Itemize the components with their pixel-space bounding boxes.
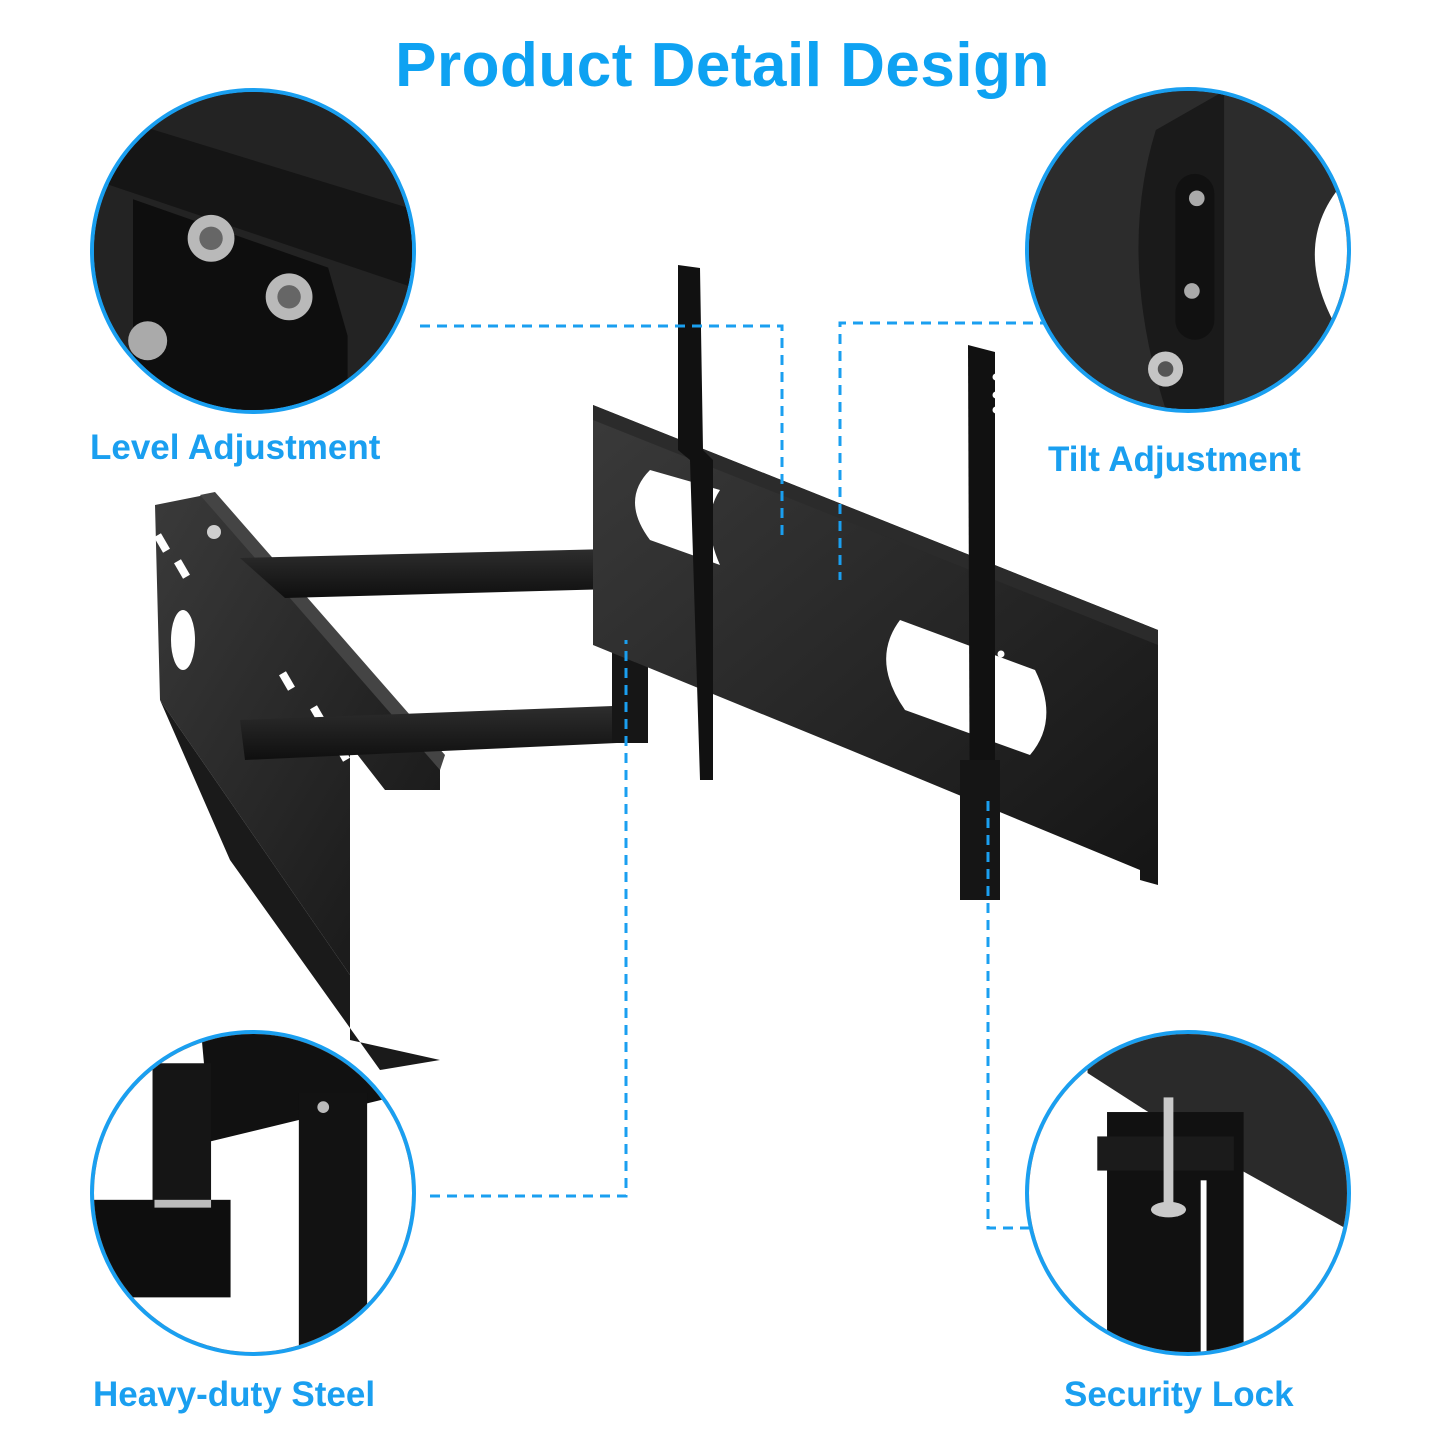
callout-connectors (420, 321, 1050, 1230)
heavy-duty-steel-closeup-icon (94, 1034, 412, 1352)
heavy-duty-steel-closeup (90, 1030, 416, 1356)
heavy-duty-steel-label: Heavy-duty Steel (93, 1375, 376, 1414)
level-adjustment-closeup-icon (94, 92, 412, 410)
connector-tilt (838, 321, 1050, 580)
security-lock-label: Security Lock (1064, 1375, 1294, 1414)
connector-lock (986, 795, 1030, 1230)
level-adjustment-label: Level Adjustment (90, 428, 381, 467)
connector-level (420, 324, 784, 535)
security-lock-closeup-icon (1029, 1034, 1347, 1352)
tilt-adjustment-label: Tilt Adjustment (1048, 440, 1301, 479)
tilt-adjustment-closeup-icon (1029, 91, 1347, 409)
connector-steel (430, 640, 628, 1198)
tilt-adjustment-closeup (1025, 87, 1351, 413)
level-adjustment-closeup (90, 88, 416, 414)
tv-plate (593, 265, 1158, 900)
page-title: Product Detail Design (395, 31, 1050, 100)
security-lock-closeup (1025, 1030, 1351, 1356)
